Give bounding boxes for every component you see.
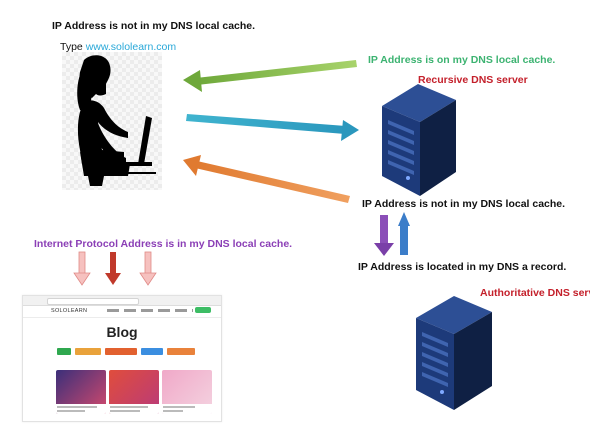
category-pill[interactable] [105,348,137,355]
blog-nav-items[interactable] [107,309,193,312]
nav-divider [23,317,221,318]
orange-return-arrow [183,155,350,203]
not-in-cache-label: IP Address is not in my DNS local cache. [362,198,566,210]
type-url-link[interactable]: www.sololearn.com [85,41,177,53]
category-pill[interactable] [141,348,163,355]
sololearn-logo[interactable]: SOLOLEARN [51,308,88,314]
server-icon [416,296,492,410]
category-pill[interactable] [167,348,195,355]
blog-card[interactable] [162,370,212,414]
blog-card[interactable] [56,370,106,414]
pink-down-arrow-right [139,251,157,286]
located-record-label: IP Address is located in my DNS a record… [358,261,567,273]
type-url-line: Type www.sololearn.com [60,41,176,53]
pink-down-arrow-left [73,251,91,286]
browser-url-field[interactable] [47,298,139,305]
blog-card[interactable] [109,370,159,414]
category-pill[interactable] [75,348,101,355]
green-cache-label: IP Address is on my DNS local cache. [368,54,556,66]
green-return-arrow [183,60,357,92]
blog-title: Blog [106,324,138,340]
blue-query-arrow [186,114,359,141]
blog-signup-button[interactable] [195,307,211,313]
blue-up-arrow [398,212,410,255]
person-panel [62,52,162,190]
recursive-server-label: Recursive DNS server [418,74,528,86]
internet-protocol-label: Internet Protocol Address is in my DNS l… [34,238,293,250]
person-at-laptop-icon [77,55,156,186]
blog-screenshot: SOLOLEARN Blog [22,295,222,422]
purple-down-arrow [374,215,394,256]
type-prefix: Type [60,41,83,53]
server-icon [382,84,456,196]
top-left-label: IP Address is not in my DNS local cache. [52,20,256,32]
authoritative-server-label: Authoritative DNS server [480,287,590,299]
category-pill[interactable] [57,348,71,355]
red-down-arrow [105,252,121,285]
